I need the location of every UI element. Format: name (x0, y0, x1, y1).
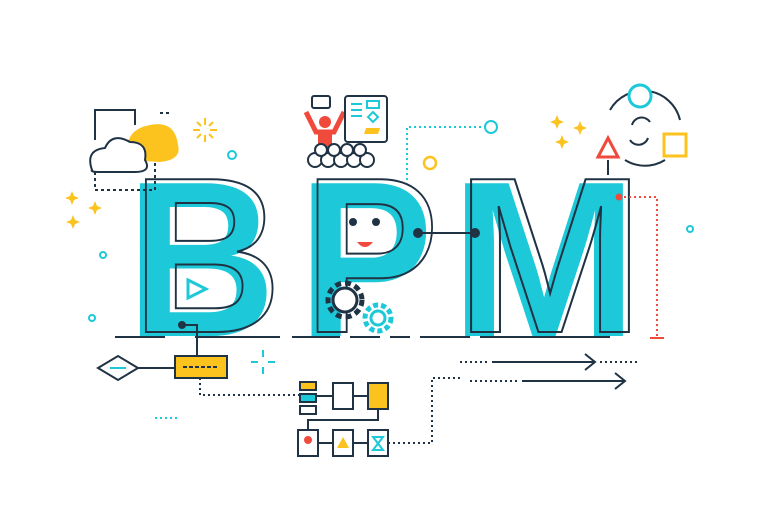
cycle-shapes-icon (595, 83, 688, 175)
cloud-brain-icon (89, 109, 179, 191)
circle-decoration (422, 155, 438, 171)
letter-b-outline: B (132, 132, 282, 380)
circle-decoration (99, 251, 107, 259)
circle-decoration (484, 120, 498, 134)
arrow-right-icon (460, 353, 640, 390)
circle-decoration (686, 225, 694, 233)
play-icon (186, 277, 210, 301)
flowchart-board-icon (344, 95, 388, 143)
letter-b: B (126, 136, 276, 384)
letter-m-outline: M (456, 132, 644, 380)
presenter-icon (303, 95, 375, 168)
letter-p-outline: P (304, 132, 439, 380)
circle-decoration (88, 314, 96, 322)
connector-line (413, 228, 480, 238)
dotted-connector (406, 126, 485, 180)
bpm-lettering: B P M B P M (126, 131, 645, 384)
letter-m: M (450, 136, 638, 384)
smiley-face-icon (349, 218, 380, 247)
gear-icon (325, 280, 394, 334)
red-dotted-connector (619, 196, 658, 338)
sparkle-icon (65, 115, 587, 374)
process-flow-icon (297, 377, 460, 457)
decision-diamond-icon (96, 321, 300, 419)
circle-decoration (227, 150, 237, 160)
letter-p: P (298, 136, 433, 384)
